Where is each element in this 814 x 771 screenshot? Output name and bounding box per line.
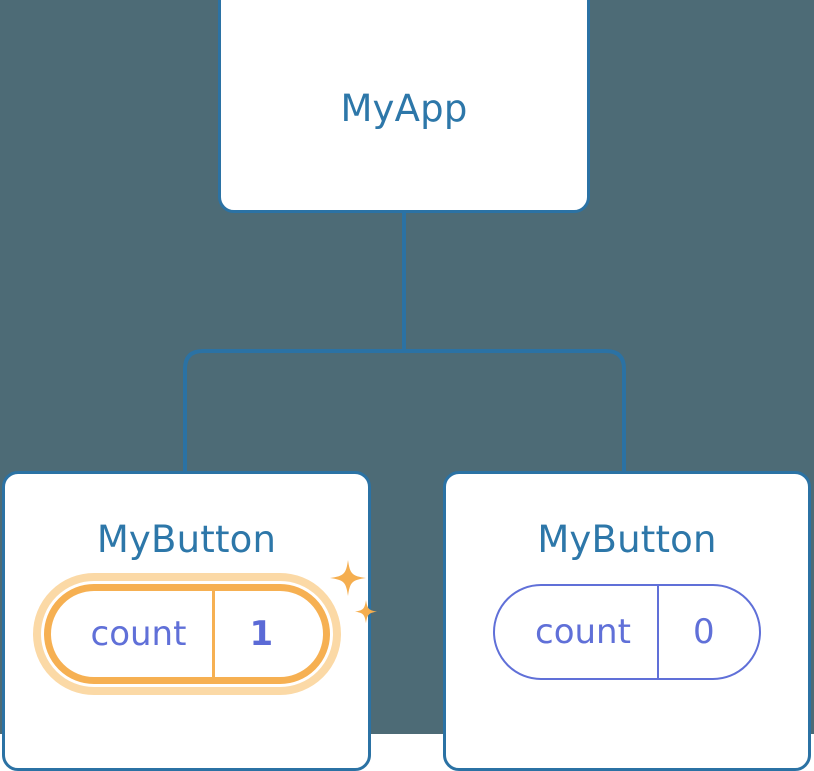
state-pill-slot: count 0 [493,584,761,680]
state-pill-slot: count 1 [32,560,377,695]
state-pill-divider [212,591,216,677]
state-pill-count[interactable]: count 0 [493,584,761,680]
component-node-mybutton-left[interactable]: MyButton count 1 [2,471,377,771]
sparkle-large-icon [329,560,366,596]
connector-lines [183,212,626,471]
state-key-label: count [90,614,187,654]
component-title: MyButton [537,518,717,561]
state-value-label: 0 [692,612,715,652]
state-pill-count-highlighted[interactable]: count 1 [43,584,330,684]
state-highlight-glow [32,573,341,695]
state-value-label: 1 [249,614,274,654]
state-pill-container: count 0 [446,584,808,680]
state-pill-divider [656,586,659,678]
component-title: MyApp [340,87,468,130]
component-node-mybutton-right[interactable]: MyButton count 0 [443,471,811,771]
state-key-label: count [535,612,631,652]
component-title: MyButton [96,518,277,561]
connector-branch-bus [183,349,626,471]
component-node-myapp[interactable]: MyApp [218,0,590,213]
state-pill-container: count 1 [5,560,377,695]
